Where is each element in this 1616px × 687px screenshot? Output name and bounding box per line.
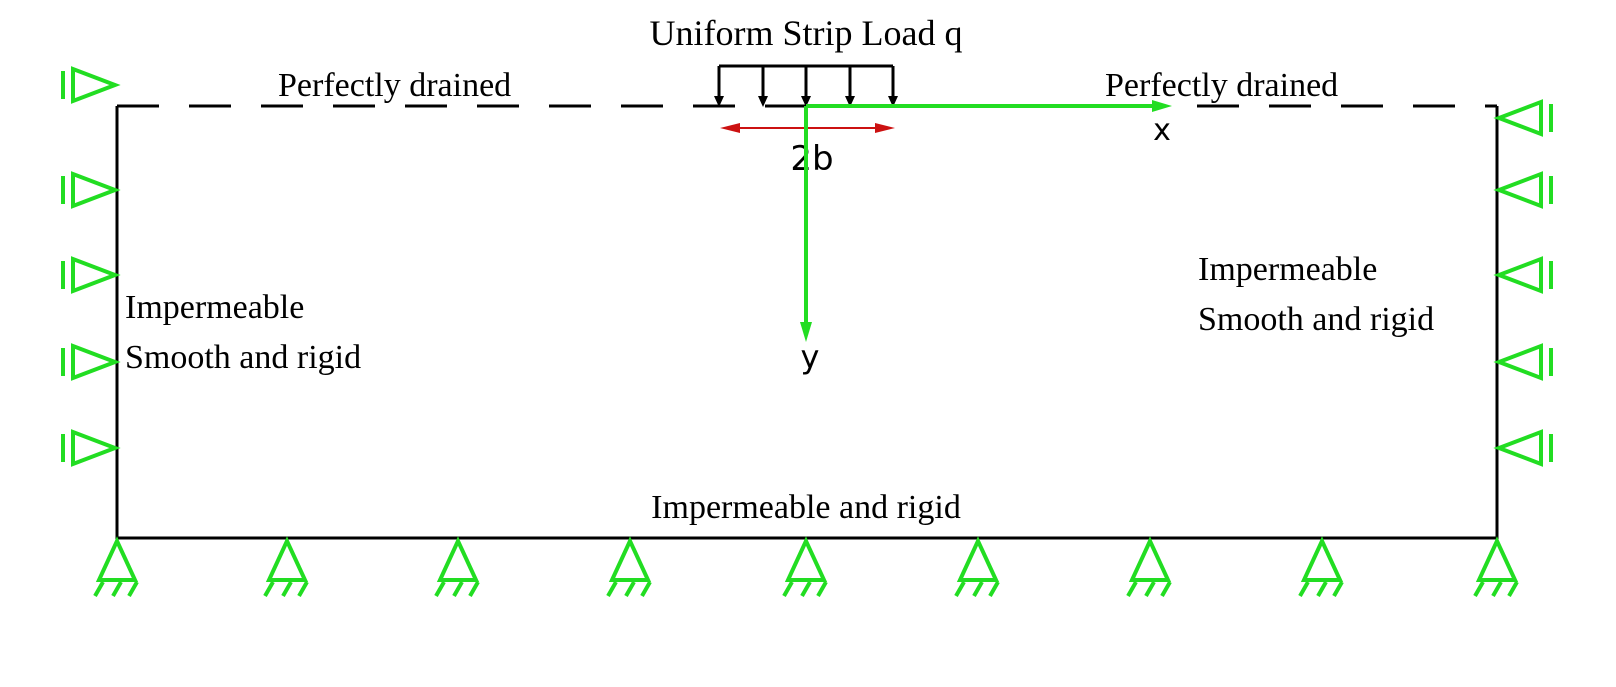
load-arrow [845,66,855,107]
right-boundary-line2: Smooth and rigid [1198,301,1434,338]
left-boundary-line2: Smooth and rigid [125,339,361,376]
left-boundary-line1: Impermeable [125,289,304,326]
title: Uniform Strip Load q [650,13,963,53]
roller-support-right [1493,256,1553,294]
roller-support-right [1493,429,1553,467]
roller-support-left [61,66,121,104]
pin-support [93,536,139,597]
load-arrow [888,66,898,107]
pin-support [1126,536,1172,597]
top-right-label: Perfectly drained [1105,67,1338,104]
load-arrow [714,66,724,107]
x-axis [806,100,1172,112]
roller-support-left [61,343,121,381]
roller-support-right [1493,171,1553,209]
load-arrow [758,66,768,107]
y-axis-label: y [801,338,820,376]
pin-support [1473,536,1519,597]
x-axis-label: x [1153,113,1171,148]
roller-support-right [1493,343,1553,381]
domain-boundary [115,106,1499,540]
pin-support [1298,536,1344,597]
load-arrow [801,66,811,107]
pin-support [782,536,828,597]
top-left-label: Perfectly drained [278,67,511,104]
pin-support [606,536,652,597]
roller-support-left [61,256,121,294]
roller-support-right [1493,99,1553,137]
bottom-label: Impermeable and rigid [651,489,961,526]
roller-support-left [61,429,121,467]
pin-support [263,536,309,597]
y-axis [800,106,812,342]
dimension-label: 2b [790,139,833,179]
pin-support [434,536,480,597]
roller-support-left [61,171,121,209]
pin-support [954,536,1000,597]
right-boundary-line1: Impermeable [1198,251,1377,288]
